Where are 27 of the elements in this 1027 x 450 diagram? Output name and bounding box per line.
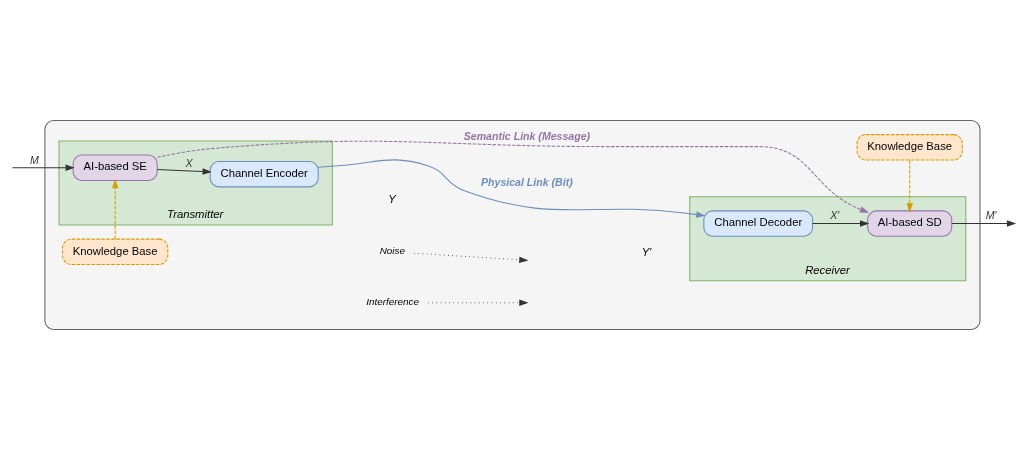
- node-box: Knowledge Base: [856, 134, 963, 161]
- node-box: Channel Encoder: [209, 160, 319, 188]
- label: Y: [388, 192, 396, 205]
- node-box: AI-based SD: [867, 210, 953, 237]
- node-box: Channel Decoder: [703, 210, 814, 237]
- arrow: [906, 159, 913, 213]
- edge-label: X′: [830, 209, 840, 222]
- edge-label: M′: [985, 209, 997, 222]
- arrow: [413, 252, 529, 264]
- edge-label: M: [30, 153, 39, 166]
- arrow: [11, 164, 75, 171]
- edge-label: X: [185, 157, 193, 170]
- cluster: [44, 119, 981, 331]
- arrow: [951, 220, 1017, 227]
- arrow: [317, 159, 706, 218]
- edge-label: Physical Link (Bit): [481, 176, 573, 189]
- edge-label: Semantic Link (Message): [463, 129, 591, 142]
- arrow: [156, 168, 212, 175]
- label: Y′: [641, 245, 652, 258]
- node-box: AI-based SE: [72, 154, 158, 182]
- node-box: Knowledge Base: [62, 238, 169, 266]
- node-text: Interference: [366, 295, 419, 307]
- arrow: [111, 179, 119, 240]
- node-text: Noise: [379, 244, 405, 256]
- arrow: [427, 299, 529, 306]
- arrow: [812, 220, 870, 227]
- arrow: [156, 140, 870, 213]
